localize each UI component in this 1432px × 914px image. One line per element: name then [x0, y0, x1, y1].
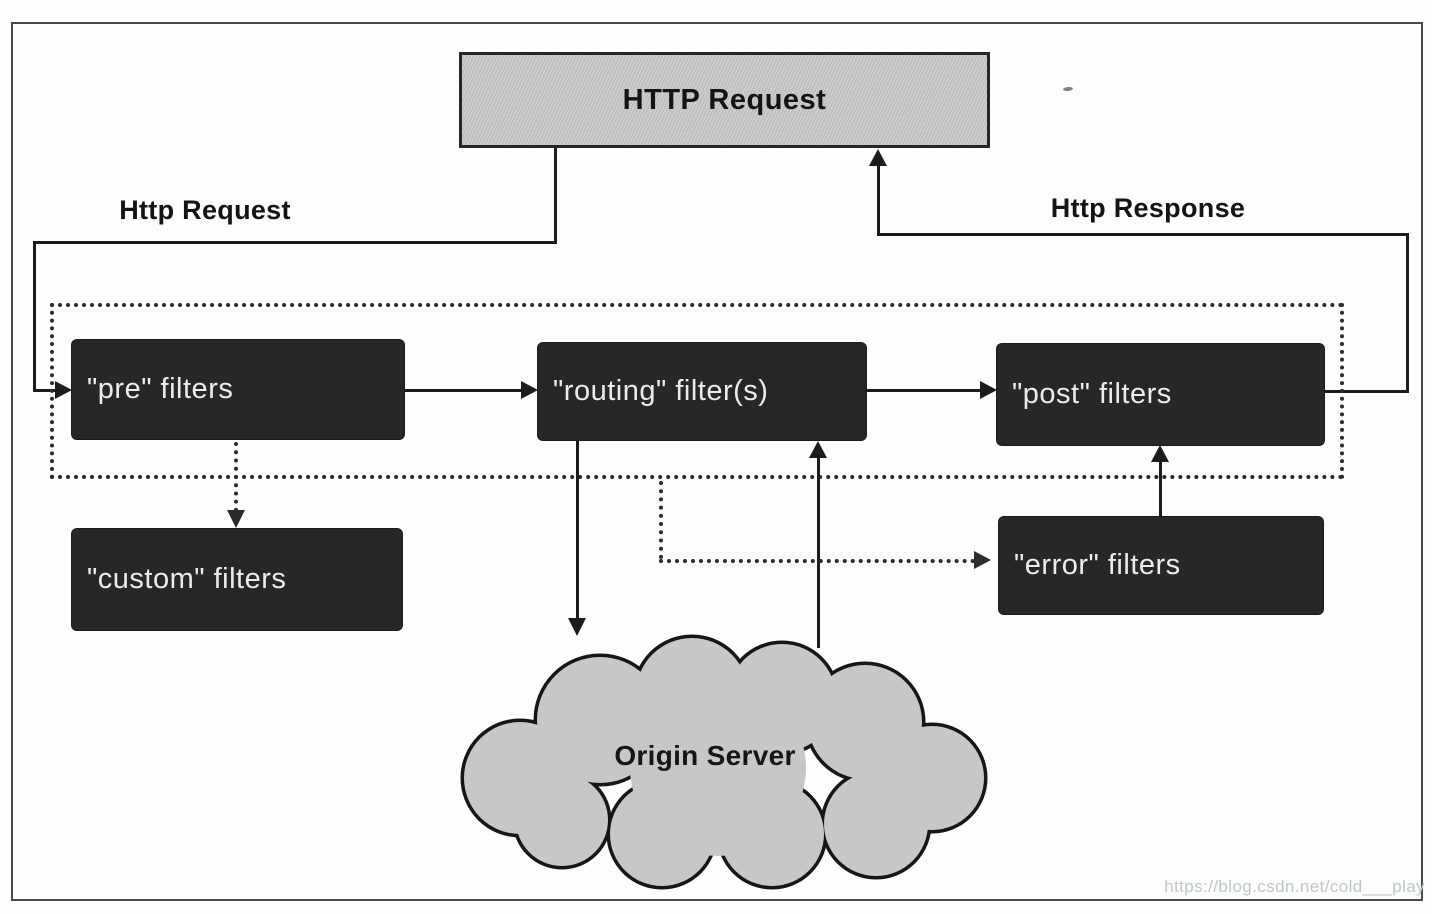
watermark: https://blog.csdn.net/cold___play: [1164, 877, 1425, 896]
line-pre-to-routing: [404, 389, 523, 392]
dotted-arrowhead-into-error: [974, 551, 991, 569]
post-filters-label: "post" filters: [1012, 378, 1172, 410]
custom-filters-box: "custom" filters: [72, 529, 402, 630]
request-line-down-from-header: [554, 148, 557, 244]
line-origin-to-routing: [817, 456, 820, 648]
arrowhead-routing-to-post: [980, 381, 997, 399]
request-line-down-left-side: [33, 241, 36, 391]
pre-filters-box: "pre" filters: [72, 340, 404, 439]
pre-filters-label: "pre" filters: [87, 373, 234, 405]
request-arrowhead-into-pre: [55, 381, 72, 399]
diagram-frame: [11, 22, 1423, 901]
dotted-arrowhead-into-custom: [227, 510, 245, 528]
routing-filters-label: "routing" filter(s): [553, 375, 769, 407]
custom-filters-label: "custom" filters: [87, 563, 287, 595]
post-filters-box: "post" filters: [997, 344, 1324, 445]
http-request-box: HTTP Request: [459, 52, 990, 148]
dotted-line-pre-to-custom: [234, 442, 238, 512]
filter-chain-dotted-boundary: [50, 303, 1344, 479]
response-line-right-from-post: [1324, 390, 1409, 393]
arrowhead-pre-to-routing: [521, 381, 538, 399]
line-error-to-post: [1159, 460, 1162, 517]
origin-server-cloud: [450, 628, 998, 890]
line-routing-to-origin: [576, 440, 579, 620]
cloud-icon: [460, 634, 988, 890]
line-routing-to-post: [866, 389, 982, 392]
origin-server-label: Origin Server: [614, 740, 796, 771]
arrowhead-origin-to-routing: [809, 441, 827, 458]
response-line-left: [877, 233, 1409, 236]
response-arrowhead-into-header: [869, 149, 887, 166]
dotted-line-right-to-error: [659, 559, 975, 563]
error-filters-box: "error" filters: [999, 517, 1323, 614]
request-line-into-pre: [33, 389, 57, 392]
http-response-flow-label: Http Response: [1050, 193, 1246, 223]
dotted-line-down-to-error-path: [659, 481, 663, 559]
arrowhead-error-to-post: [1151, 445, 1169, 462]
http-request-box-label: HTTP Request: [622, 83, 827, 116]
routing-filters-box: "routing" filter(s): [538, 343, 866, 440]
response-line-up-right-side: [1406, 233, 1409, 393]
error-filters-label: "error" filters: [1014, 549, 1181, 581]
response-line-up-into-header: [877, 164, 880, 235]
request-line-left: [33, 241, 557, 244]
http-request-flow-label: Http Request: [119, 195, 291, 225]
arrowhead-routing-to-origin: [568, 618, 586, 636]
